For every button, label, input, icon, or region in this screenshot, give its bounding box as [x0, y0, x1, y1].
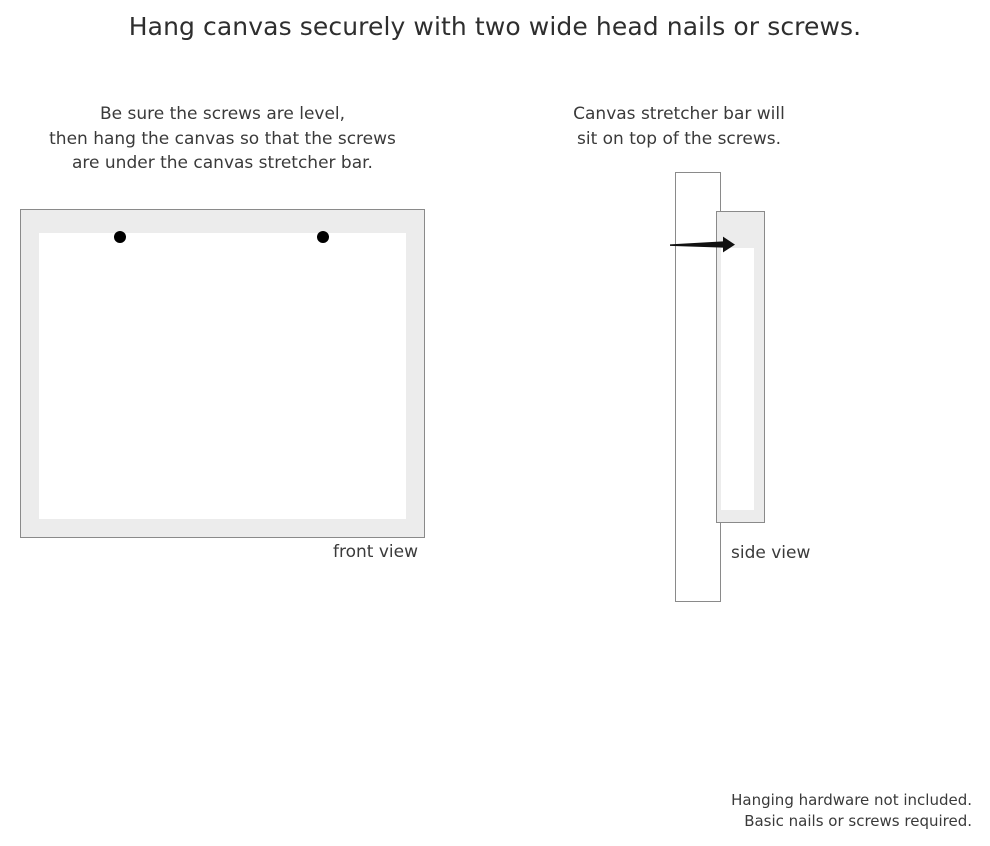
front-view-caption-line-3: are under the canvas stretcher bar.	[72, 153, 373, 173]
canvas-face-side	[721, 248, 754, 510]
front-view-caption-line-1: Be sure the screws are level,	[99, 104, 346, 124]
front-view-caption: Be sure the screws are level, then hang …	[0, 102, 445, 176]
canvas-face-front	[39, 233, 406, 519]
front-view-label: front view	[333, 542, 418, 562]
screw-dot-right-icon	[317, 231, 329, 243]
footnote-line-1: Hanging hardware not included.	[731, 791, 972, 809]
footnote-line-2: Basic nails or screws required.	[744, 812, 972, 830]
nail-icon	[670, 236, 740, 254]
side-view-caption: Canvas stretcher bar will sit on top of …	[540, 102, 818, 151]
screw-dot-left-icon	[114, 231, 126, 243]
page-title: Hang canvas securely with two wide head …	[128, 12, 862, 41]
front-view-diagram	[20, 209, 425, 538]
side-view-caption-line-1: Canvas stretcher bar will	[573, 104, 785, 124]
front-view-caption-line-2: then hang the canvas so that the screws	[49, 128, 396, 149]
side-view-label: side view	[731, 543, 811, 563]
side-view-caption-line-2: sit on top of the screws.	[576, 128, 782, 149]
footnote-disclaimer: Hanging hardware not included. Basic nai…	[731, 790, 972, 832]
